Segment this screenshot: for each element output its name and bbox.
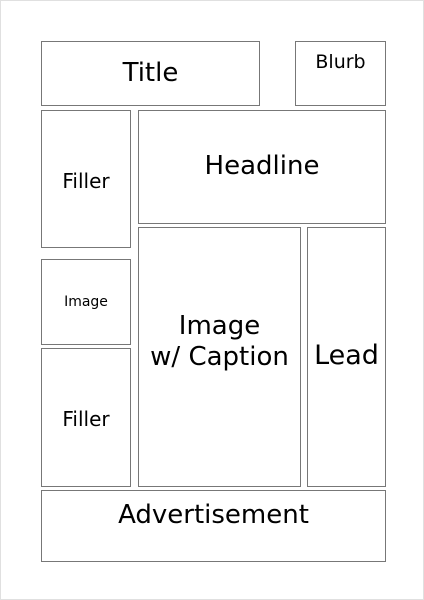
image-caption-label: Image w/ Caption	[150, 311, 289, 373]
lead-label: Lead	[314, 340, 379, 371]
image-caption-line2: w/ Caption	[150, 342, 289, 373]
image-box: Image	[41, 259, 131, 345]
headline-box: Headline	[138, 110, 386, 224]
image-caption-box: Image w/ Caption	[138, 227, 301, 487]
filler-box-bottom: Filler	[41, 348, 131, 487]
headline-label: Headline	[204, 151, 320, 181]
filler-box-top: Filler	[41, 110, 131, 248]
image-caption-line1: Image	[178, 311, 261, 341]
filler-top-label: Filler	[62, 169, 110, 193]
title-label: Title	[122, 57, 179, 88]
blurb-label: Blurb	[315, 51, 366, 73]
image-label: Image	[64, 293, 108, 310]
advertisement-box: Advertisement	[41, 490, 386, 562]
title-box: Title	[41, 41, 260, 106]
blurb-box: Blurb	[295, 41, 386, 106]
advertisement-label: Advertisement	[118, 500, 309, 530]
lead-box: Lead	[307, 227, 386, 487]
filler-bottom-label: Filler	[62, 406, 110, 431]
